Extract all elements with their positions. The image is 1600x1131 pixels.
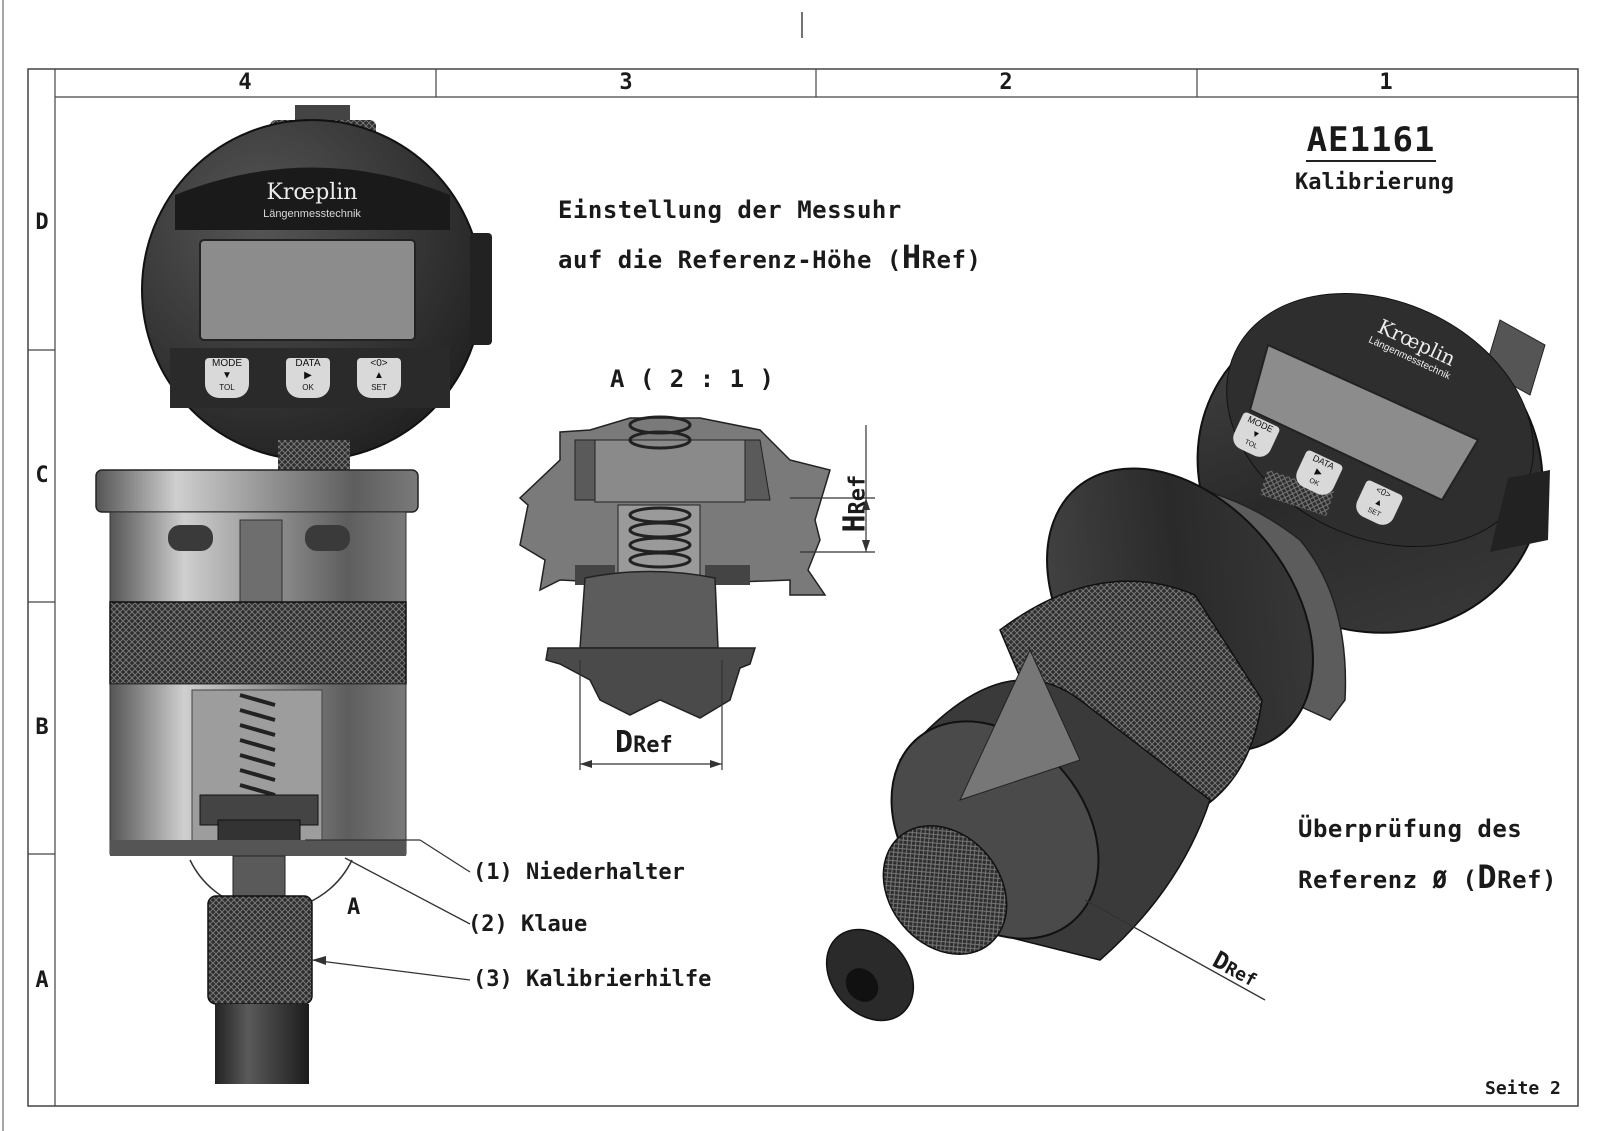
- gauge-button-data[interactable]: DATA ▶ OK: [286, 358, 330, 398]
- drawing-code: AE1161: [1306, 120, 1436, 162]
- callout-klaue: (2) Klaue: [468, 912, 588, 937]
- setting-instruction-prefix: auf die Referenz-Höhe (: [558, 246, 902, 274]
- drawing-subtitle: Kalibrierung: [1295, 170, 1454, 195]
- column-label-3: 3: [619, 70, 633, 95]
- gauge-button-set-bottom: SET: [371, 383, 387, 392]
- gauge-brand: Krœplin: [266, 180, 358, 205]
- diameter-ref-sub: Ref: [633, 733, 673, 758]
- check-symbol-main: D: [1477, 858, 1498, 896]
- row-label-b: B: [35, 715, 49, 740]
- check-instruction-suffix: ): [1542, 866, 1557, 894]
- diameter-ref-main: D: [615, 725, 634, 760]
- detail-section-view: [518, 415, 875, 770]
- gauge-button-data-arrow: ▶: [304, 370, 312, 381]
- gauge-button-mode-arrow: ▼: [222, 370, 232, 381]
- gauge-button-data-top: DATA: [295, 358, 321, 369]
- column-label-1: 1: [1379, 70, 1393, 95]
- setting-symbol-sub: Ref: [921, 246, 967, 274]
- row-label-a: A: [35, 968, 49, 993]
- callout-niederhalter: (1) Niederhalter: [473, 860, 685, 885]
- setting-instruction-suffix: ): [966, 246, 982, 274]
- gauge-button-data-bottom: OK: [302, 383, 314, 392]
- setting-symbol-main: H: [901, 238, 922, 276]
- gauge-button-set[interactable]: <0> ▲ SET: [357, 358, 401, 398]
- setting-instruction-line1: Einstellung der Messuhr: [558, 196, 902, 224]
- check-instruction-line1: Überprüfung des: [1298, 815, 1523, 843]
- column-label-2: 2: [999, 70, 1013, 95]
- height-ref-dimension: HRef: [838, 403, 873, 533]
- setting-instruction-line2: auf die Referenz-Höhe (HRef): [558, 238, 981, 276]
- detail-marker: A: [347, 895, 361, 920]
- isometric-view: [825, 292, 1550, 1022]
- gauge-button-set-arrow: ▲: [374, 370, 384, 381]
- detail-view-label: A ( 2 : 1 ): [610, 365, 775, 393]
- callout-kalibrierhilfe: (3) Kalibrierhilfe: [473, 967, 712, 992]
- check-instruction-line2: Referenz Ø (DRef): [1298, 858, 1557, 896]
- page-number: Seite 2: [1485, 1078, 1561, 1099]
- check-instruction-prefix: Referenz Ø (: [1298, 866, 1478, 894]
- gauge-button-mode[interactable]: MODE ▼ TOL: [205, 358, 249, 398]
- front-view-assembly: [95, 105, 492, 1084]
- gauge-button-mode-bottom: TOL: [219, 383, 235, 392]
- gauge-brand-sub: Längenmesstechnik: [263, 208, 361, 220]
- height-ref-main: H: [837, 514, 873, 533]
- row-label-c: C: [35, 463, 49, 488]
- row-label-d: D: [35, 210, 49, 235]
- height-ref-sub: Ref: [845, 474, 871, 515]
- column-label-4: 4: [238, 70, 252, 95]
- gauge-button-set-top: <0>: [370, 358, 388, 369]
- gauge-button-mode-top: MODE: [212, 358, 242, 369]
- check-symbol-sub: Ref: [1497, 866, 1543, 894]
- diameter-ref-dimension: DRef: [615, 725, 673, 760]
